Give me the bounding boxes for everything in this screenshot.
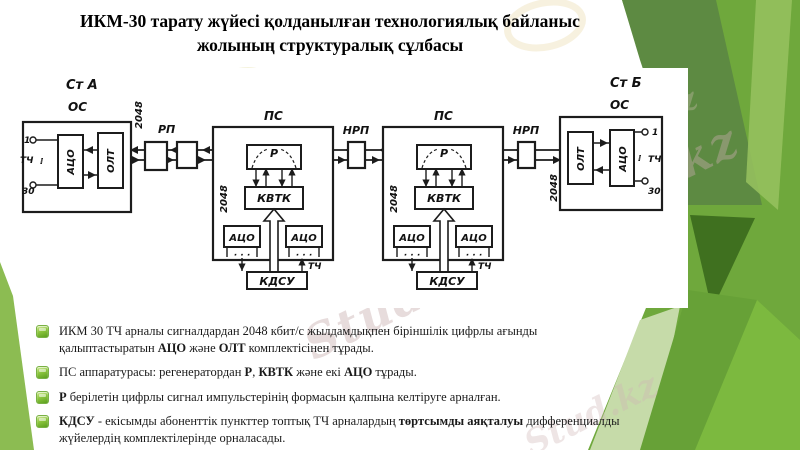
os-a-label: ОС: [68, 100, 87, 114]
green-shape-medium: [640, 290, 757, 450]
channel-30-label-b: 30: [648, 187, 661, 197]
ps-label: ПС: [264, 109, 283, 123]
nrp-unit-1: НРП: [343, 124, 369, 170]
ps-rate-label: 2048: [219, 185, 230, 213]
green-shape-bright: [695, 300, 800, 450]
slide-title: ИКМ-30 тарату жүйесі қолданылған техноло…: [30, 10, 630, 57]
station-a-label: Ст А: [66, 78, 98, 93]
bullet-icon: [36, 325, 49, 338]
kdsu-box: [246, 271, 308, 290]
rate-label-a: 2048: [134, 101, 145, 129]
bullet-item-3: Р берілетін цифрлы сигнал импульстерінің…: [36, 389, 620, 406]
channel-1-label-b: 1: [652, 128, 658, 138]
atso-ps-right-box: [285, 225, 323, 248]
rate-label-b: 2048: [549, 174, 560, 202]
atso-a-label: АЦО: [66, 149, 77, 176]
station-b: Ст Б ОС 2048 ОЛТ АЦО 1 ⁞ ТЧ 30: [549, 76, 664, 212]
nrp-unit-2: [511, 122, 541, 170]
bullet-text-1: ИКМ 30 ТЧ арналы сигналдардан 2048 кбит/…: [59, 324, 538, 355]
atso-left-dots: · · ·: [234, 251, 251, 261]
atso-b-label: АЦО: [618, 146, 629, 173]
bullet-icon: [36, 390, 49, 404]
group-arrow-up: [262, 207, 286, 273]
tch-label-a: ТЧ: [20, 156, 34, 166]
tch-dots-a: ⁞: [40, 157, 44, 167]
tch-dots-b: ⁞: [638, 154, 642, 164]
green-shape-dark: [690, 215, 755, 310]
atso-right-dots: · · ·: [296, 251, 313, 261]
channel-1-label-a: 1: [24, 136, 30, 146]
slide-title-line1: ИКМ-30 тарату жүйесі қолданылған техноло…: [80, 11, 580, 31]
rp-box-1: [143, 140, 169, 172]
channel-30-label-a: 30: [22, 187, 35, 197]
atso-ps-right-label: АЦО: [290, 233, 317, 244]
r-box: [246, 144, 302, 170]
atso-a-box: [57, 134, 84, 189]
nrp-label: НРП: [343, 124, 369, 137]
os-b-label: ОС: [610, 98, 629, 112]
bullet-list: ИКМ 30 ТЧ арналы сигналдардан 2048 кбит/…: [36, 323, 620, 450]
rp-label: РП: [158, 123, 175, 136]
bullet-text-2: ПС аппаратурасы: регенератордан Р, КВТК …: [59, 365, 417, 379]
olt-a-label: ОЛТ: [106, 148, 117, 173]
station-a: Ст А ОС 1 ТЧ ⁞ 30 АЦО ОЛТ 2048: [20, 78, 145, 214]
nrp-box: [346, 140, 367, 170]
olt-b-label: ОЛТ: [576, 146, 587, 171]
bullet-icon: [36, 415, 49, 428]
bullet-item-4: КДСУ - екісымды абоненттік пункттер топт…: [36, 413, 620, 446]
ps-unit-1: ПС 2048 Р КВТК АЦО · · · АЦО · · · КДСУ: [211, 109, 335, 290]
bullet-text-3: Р берілетін цифрлы сигнал импульстерінің…: [59, 389, 501, 404]
atso-ps-left-label: АЦО: [228, 233, 255, 244]
station-b-label: Ст Б: [610, 76, 642, 91]
bullet-icon: [36, 366, 49, 379]
green-shape-stripe: [746, 0, 792, 210]
kdsu-label: КДСУ: [259, 275, 295, 288]
r-label: Р: [270, 147, 278, 160]
rp-box-2: [175, 140, 199, 170]
ps-unit-2: [383, 109, 503, 289]
tch-label-b: ТЧ: [648, 155, 662, 165]
diagram-panel: Ст А ОС 1 ТЧ ⁞ 30 АЦО ОЛТ 2048 РП ПС: [18, 68, 688, 308]
slide-title-line2: жолының структуралық сұлбасы: [196, 34, 464, 55]
block-diagram: Ст А ОС 1 ТЧ ⁞ 30 АЦО ОЛТ 2048 РП ПС: [20, 76, 664, 308]
bullet-item-1: ИКМ 30 ТЧ арналы сигналдардан 2048 кбит/…: [36, 323, 620, 356]
bullet-text-4: КДСУ - екісымды абоненттік пункттер топт…: [59, 414, 620, 445]
bullet-item-2: ПС аппаратурасы: регенератордан Р, КВТК …: [36, 364, 620, 381]
rp-section: РП: [143, 123, 199, 172]
atso-ps-left-box: [223, 225, 261, 248]
kvtk-label: КВТК: [257, 192, 292, 205]
ps-tch-label: ТЧ: [308, 262, 322, 272]
olt-a-box: [97, 132, 124, 189]
